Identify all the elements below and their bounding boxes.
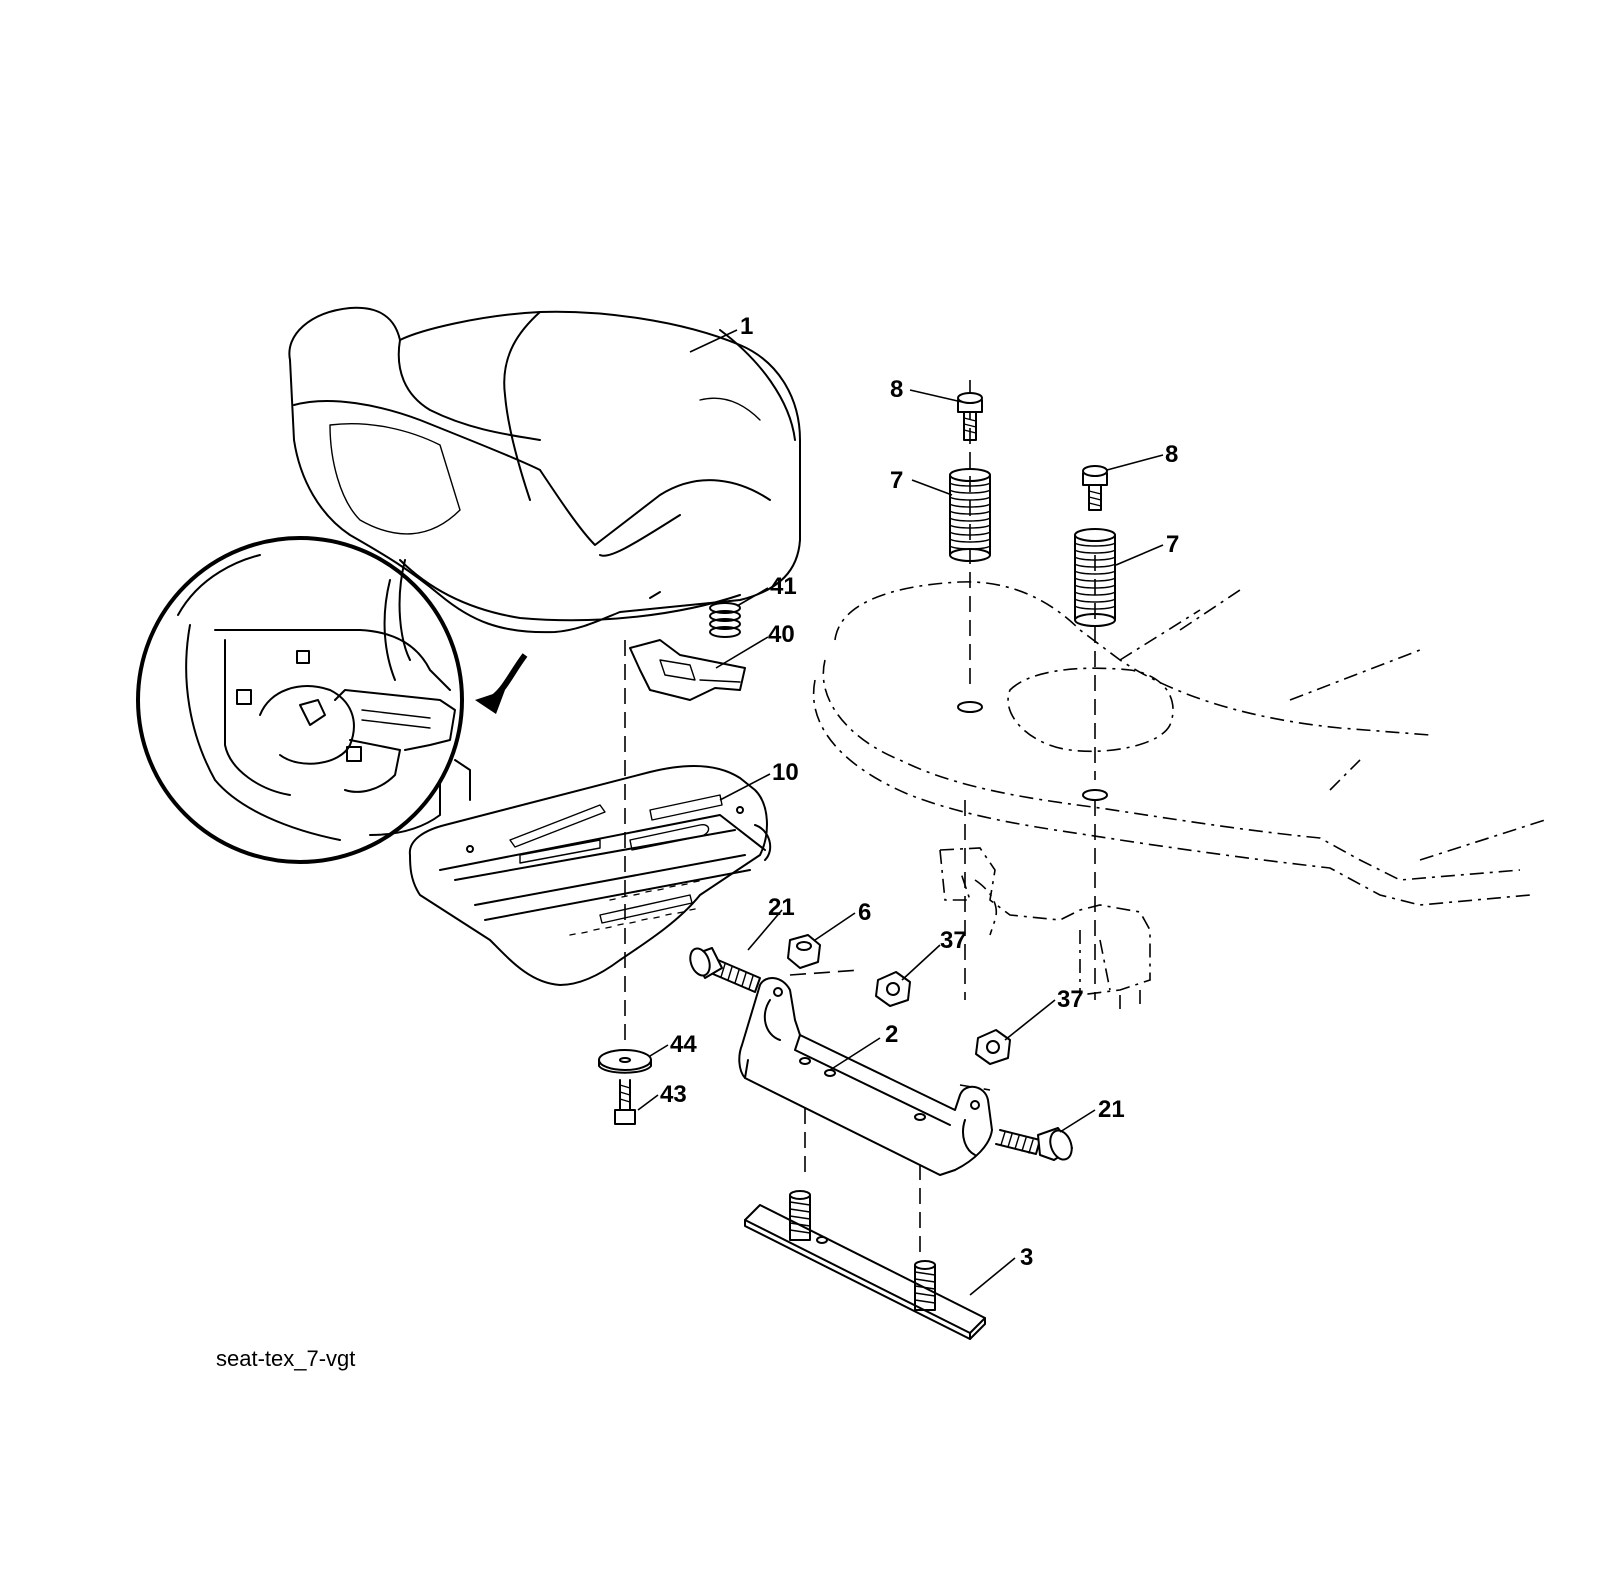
stud-right [914, 1260, 936, 1311]
drawing-id-caption: seat-tex_7-vgt [216, 1346, 355, 1371]
tractor-frame-outline [812, 581, 1546, 1010]
bolt-8-right [1082, 465, 1108, 511]
callout-8-right: 8 [1165, 441, 1178, 468]
callout-37-lower: 37 [1057, 986, 1084, 1013]
callout-10: 10 [772, 759, 799, 786]
callout-8-left: 8 [890, 376, 903, 403]
callout-6: 6 [858, 899, 871, 926]
detail-arrow-icon [475, 653, 528, 714]
callout-labels: 1 8 8 7 7 41 40 10 21 6 37 37 2 44 43 21… [660, 313, 1179, 1271]
spring-7-right [1074, 528, 1116, 627]
spring-7-left [949, 468, 991, 562]
seat-pan-10 [408, 765, 772, 986]
callout-43: 43 [660, 1081, 687, 1108]
callout-40: 40 [768, 621, 795, 648]
callout-41: 41 [770, 573, 797, 600]
leader-lines [637, 329, 1164, 1296]
bolt-21-right [995, 1127, 1073, 1161]
adjustment-slots [569, 880, 700, 936]
nut-37-lower [975, 1029, 1011, 1065]
mounting-plate-3 [744, 1190, 986, 1340]
callout-3: 3 [1020, 1244, 1033, 1271]
washer-44 [598, 1049, 652, 1074]
nut-37-upper [875, 971, 911, 1007]
callout-7-left: 7 [890, 467, 903, 494]
callout-44: 44 [670, 1031, 697, 1058]
callout-1: 1 [740, 313, 753, 340]
seat-cushion [288, 306, 801, 634]
callout-7-right: 7 [1166, 531, 1179, 558]
spring-41 [709, 602, 741, 638]
callout-21-left: 21 [768, 894, 795, 921]
seat-bracket-2 [738, 977, 993, 1176]
bolt-43 [614, 1079, 636, 1125]
locknut-6 [787, 934, 821, 969]
callout-21-right: 21 [1098, 1096, 1125, 1123]
bolt-21-left [689, 947, 761, 993]
stud-left [789, 1190, 811, 1241]
callout-37-upper: 37 [940, 927, 967, 954]
callout-2: 2 [885, 1021, 898, 1048]
bolt-8-left [957, 392, 983, 441]
latch-bracket-40 [629, 639, 746, 701]
latch-detail-inset [136, 536, 471, 864]
